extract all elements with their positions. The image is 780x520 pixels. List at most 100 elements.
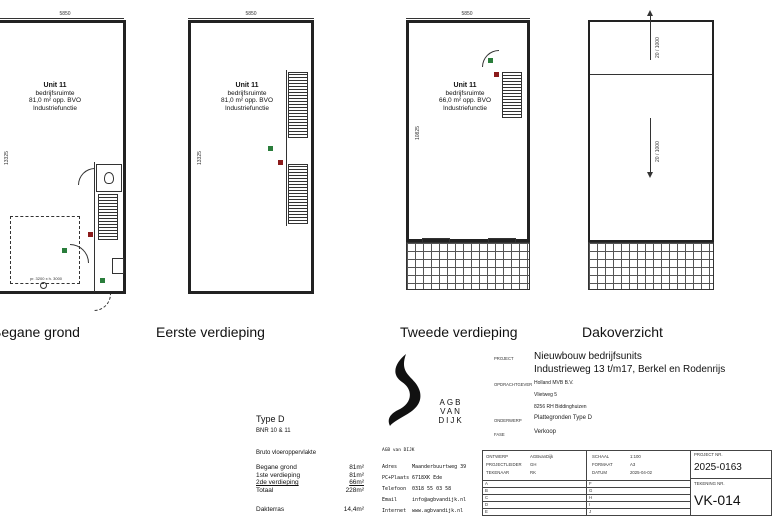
formaat-value: A3 [630, 462, 636, 467]
roof-terrace [588, 242, 714, 290]
staircase [98, 194, 118, 240]
dimension-width: 5850 [461, 11, 473, 17]
dimension-width: 5850 [59, 11, 71, 17]
core-wall [94, 162, 123, 292]
formaat-label: FORMAAT [592, 462, 613, 467]
dimension-line [0, 18, 124, 19]
tekenaar-value: RK [530, 470, 536, 475]
dimension-width: 5850 [245, 11, 257, 17]
unit-area: 81,0 m² opp. BVO [28, 97, 82, 104]
unit-name: Unit 11 [453, 82, 477, 89]
drawing-number: VK-014 [694, 492, 741, 508]
datum-value: 2025-04-02 [630, 470, 652, 475]
unit-area: 66,0 m² opp. BVO [438, 97, 492, 104]
dimension-line [406, 18, 530, 19]
emergency-exit-icon [100, 278, 105, 283]
subject: Plattegronden Type D [534, 415, 592, 421]
caption-tweede-verdieping: Tweede verdieping [400, 324, 518, 340]
projectnr-label: PROJECT NR. [694, 452, 723, 457]
emergency-exit-icon [488, 58, 493, 63]
unit-label: Unit 11 bedrijfsruimte 81,0 m² opp. BVO … [212, 82, 282, 112]
roof-outline [588, 20, 714, 242]
client-city: 8256 RH Biddinghuizen [534, 404, 587, 410]
title-block-frame [482, 450, 772, 516]
roof-edge [590, 74, 712, 75]
door-size-note: pr. 3200 x h. 3000 [30, 276, 63, 281]
unit-function: bedrijfsruimte [35, 89, 75, 97]
project-label: PROJECT [494, 356, 514, 361]
unit-type: Industriefunctie [442, 104, 488, 112]
type-bnr: BNR 10 & 11 [256, 428, 291, 434]
dimension-depth: 13325 [197, 151, 203, 165]
slope-arrow [650, 118, 651, 174]
schaal-label: SCHAAL [592, 454, 610, 459]
unit-type: Industriefunctie [224, 104, 270, 112]
caption-eerste-verdieping: Eerste verdieping [156, 324, 265, 340]
fire-extinguisher-icon [494, 72, 499, 77]
slope-arrow [650, 12, 651, 60]
unit-label: Unit 11 bedrijfsruimte 81,0 m² opp. BVO … [20, 82, 90, 112]
emergency-exit-icon [62, 248, 67, 253]
phase: Verkoop [534, 429, 557, 435]
projectleider-value: GH [530, 462, 537, 467]
toilet-room [96, 164, 122, 192]
ontwerp-value: AGBvanDijk [530, 454, 554, 459]
toilet-icon [104, 172, 114, 184]
meter-cabinet [112, 258, 124, 274]
dimension-depth: 10825 [415, 126, 421, 140]
floor-outline [406, 20, 530, 242]
staircase [288, 72, 308, 138]
arrow-up-icon [647, 10, 653, 16]
stair-void [286, 70, 311, 226]
logo-text: AGB VAN DIJK [438, 398, 464, 425]
dimension-depth: 13325 [4, 151, 10, 165]
roof-slope-bottom: 20 / 1000 [655, 141, 661, 162]
type-title: Type D [256, 414, 285, 424]
area-heading: Bruto vloeroppervlakte [256, 450, 317, 456]
company-name: AGB van DIJK [382, 448, 415, 453]
roof-terrace [406, 242, 530, 290]
project-number: 2025-0163 [694, 462, 742, 473]
caption-dakoverzicht: Dakoverzicht [582, 324, 663, 340]
unit-area: 81,0 m² opp. BVO [220, 97, 274, 104]
tekeningnr-label: TEKENING NR. [694, 481, 725, 486]
staircase [502, 72, 522, 118]
projectleider-label: PROJECTLEIDER [486, 462, 522, 467]
unit-function: bedrijfsruimte [445, 89, 485, 97]
ontwerp-label: ONTWERP [486, 454, 508, 459]
fire-extinguisher-icon [278, 160, 283, 165]
floor-outline [188, 20, 314, 294]
arrow-down-icon [647, 172, 653, 178]
drain-icon [40, 282, 47, 289]
emergency-exit-icon [268, 146, 273, 151]
unit-name: Unit 11 [235, 82, 259, 89]
logo-mark-icon [388, 354, 421, 426]
client-name: Holland MVB B.V. [534, 380, 574, 386]
roof-slope-top: 20 / 1000 [655, 37, 661, 58]
project-address: Industrieweg 13 t/m17, Berkel en Rodenri… [534, 364, 726, 375]
door-swing [94, 294, 111, 311]
schaal-value: 1:100 [630, 454, 641, 459]
unit-label: Unit 11 bedrijfsruimte 66,0 m² opp. BVO … [430, 82, 500, 112]
fire-extinguisher-icon [88, 232, 93, 237]
client-street: Vlietweg 5 [534, 392, 558, 398]
dimension-line [188, 18, 314, 19]
unit-type: Industriefunctie [32, 104, 78, 112]
caption-begane-grond: Begane grond [0, 324, 80, 340]
client-label: OPDRACHTGEVER [494, 382, 533, 387]
unit-name: Unit 11 [43, 82, 67, 89]
project-title: Nieuwbouw bedrijfsunits [534, 351, 642, 362]
tekenaar-label: TEKENAAR [486, 470, 510, 475]
